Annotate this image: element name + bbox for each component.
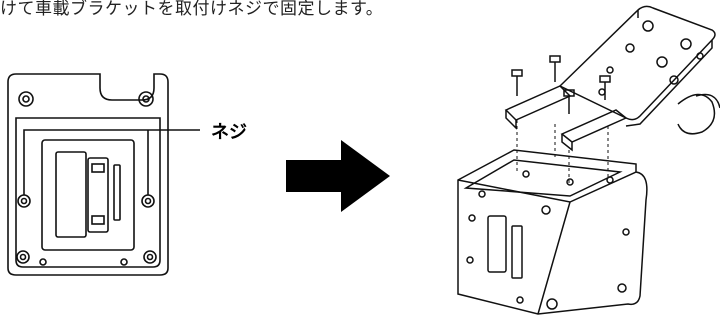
bracket-assembly-drawing bbox=[457, 5, 720, 315]
screw-label: ネジ bbox=[211, 122, 247, 143]
arrow-right-icon bbox=[286, 140, 390, 212]
instruction-caption: けて車載ブラケットを取付けネジで固定します。 bbox=[0, 0, 384, 19]
printer-underside-drawing bbox=[7, 73, 200, 276]
